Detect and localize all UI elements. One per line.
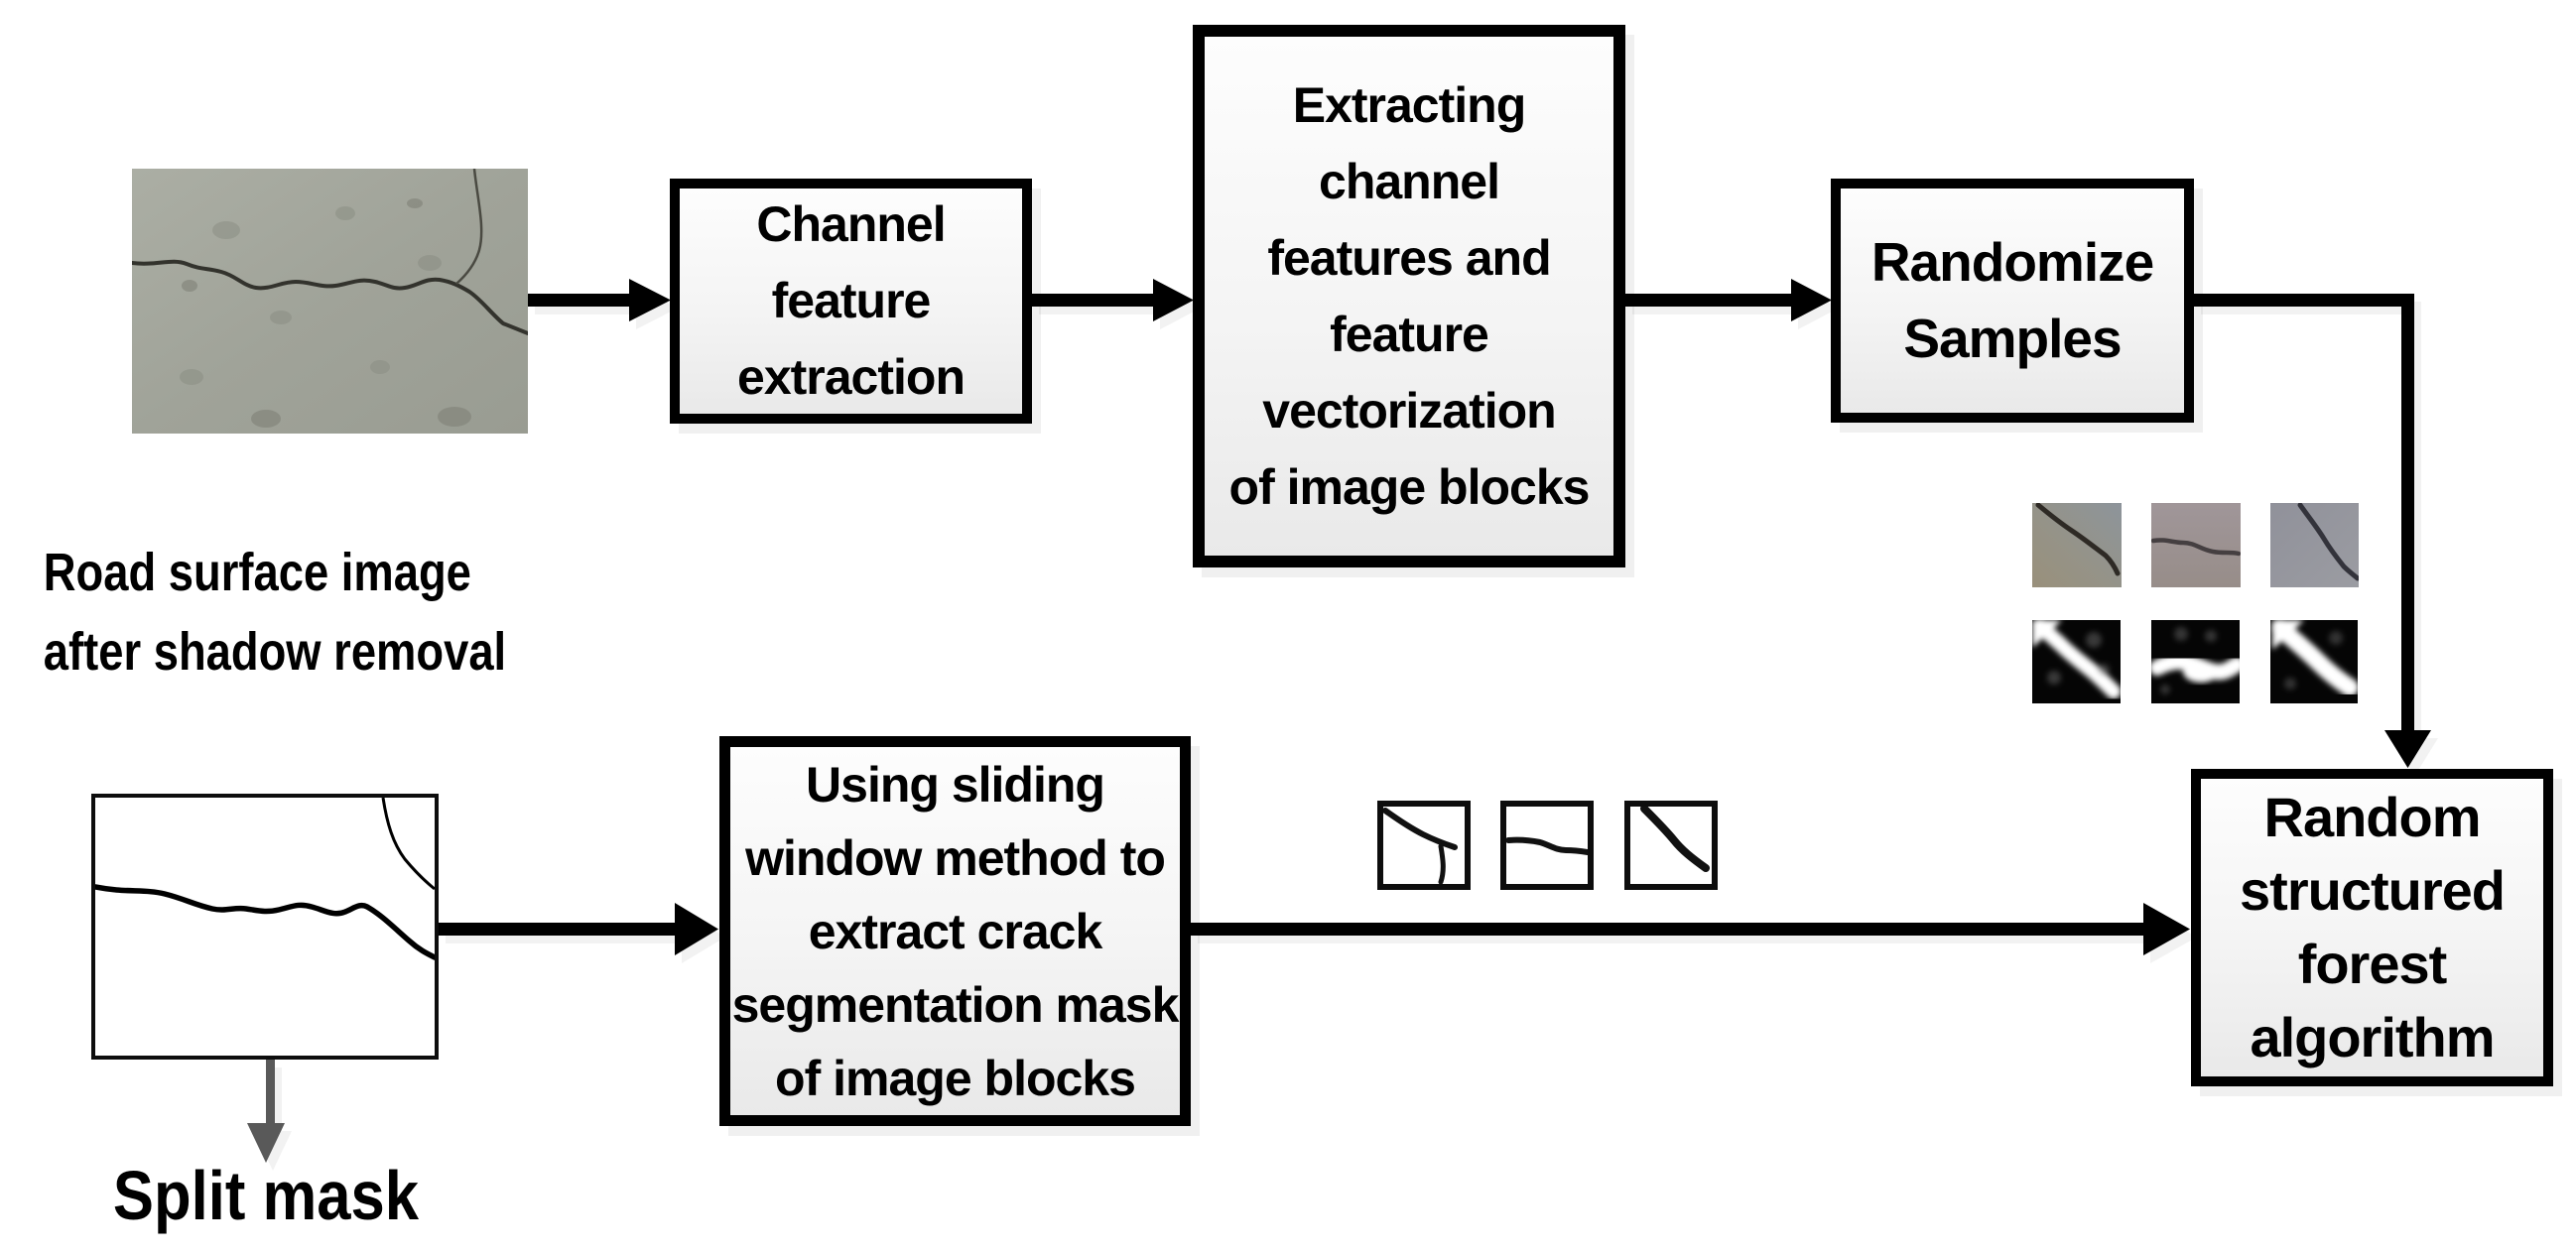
box-line: feature: [1330, 306, 1489, 362]
box-line: forest: [2297, 933, 2448, 995]
arrow-extracting-to-randomize: [1625, 279, 1832, 321]
arrow-sliding-to-forest: [1191, 903, 2190, 955]
box-line: Extracting: [1292, 76, 1527, 133]
crack-mask-patch-2: [2151, 620, 2240, 703]
box-line: structured: [2240, 859, 2506, 922]
box-extracting-channel-features: Extracting channel features and feature …: [1193, 25, 1625, 567]
crack-mask-patch-2-art: [2151, 620, 2240, 703]
mask-noise: [2160, 627, 2217, 694]
sliding-window-mask-2-art: [1506, 807, 1588, 884]
crack-branch-line: [455, 169, 483, 285]
crack-mask-patch-3-art: [2270, 620, 2358, 703]
arrow-shaft: [1625, 294, 1793, 307]
crack-line: [2035, 503, 2121, 576]
mask-background: [1630, 807, 1712, 884]
crack-mask-patch-1-art: [2032, 620, 2121, 703]
arrow-channel-to-extracting: [1032, 279, 1194, 321]
crack-line: [2151, 538, 2241, 557]
arrow-shaft: [1191, 923, 2145, 936]
mask-crack-band: [2151, 653, 2240, 683]
box-line: vectorization: [1262, 382, 1556, 439]
arrow-shaft: [266, 1060, 275, 1127]
arrow-photo-to-channel: [528, 279, 671, 321]
arrow-head-icon: [1153, 279, 1194, 321]
arrow-shaft: [1032, 294, 1155, 307]
arrow-shaft-vertical: [2401, 294, 2414, 732]
texture-spots: [180, 206, 442, 385]
arrow-mask-to-splitmask-label: [247, 1060, 285, 1163]
box-line: Samples: [1903, 308, 2122, 369]
split-mask-art: [95, 798, 435, 1056]
box-line: Random: [2263, 786, 2482, 848]
arrow-shaft-horizontal: [2194, 294, 2414, 307]
box-line: Channel: [756, 196, 946, 252]
texture-dark-spots: [182, 198, 471, 428]
crack-line: [95, 884, 435, 960]
crack-branch-line: [381, 798, 435, 891]
label-line: after shadow removal: [43, 622, 507, 682]
arrow-head-icon: [1791, 279, 1832, 321]
mask-background: [95, 798, 435, 1056]
split-mask-image: [91, 794, 439, 1060]
box-line: Randomize: [1870, 231, 2154, 293]
texture-background: [132, 169, 528, 434]
crack-sample-patch-1: [2032, 503, 2122, 587]
road-surface-image-label: Road surface image after shadow removal: [43, 533, 507, 691]
box-line: of image blocks: [775, 1050, 1136, 1106]
crack-mask-patch-1: [2032, 620, 2121, 703]
box-line: algorithm: [2250, 1006, 2495, 1068]
arrow-head-icon: [629, 279, 671, 321]
mask-noise: [2284, 631, 2343, 690]
arrow-head-icon: [247, 1123, 285, 1163]
crack-sample-patch-2-art: [2151, 503, 2241, 587]
box-line: window method to: [745, 829, 1166, 886]
split-mask-label: Split mask: [112, 1157, 420, 1234]
box-randomize-samples: Randomize Samples: [1831, 179, 2194, 423]
box-random-structured-forest: Random structured forest algorithm: [2191, 769, 2553, 1086]
arrow-randomize-to-forest-elbow: [2194, 294, 2431, 768]
crack-sample-patch-1-art: [2032, 503, 2122, 587]
crack-sample-patch-2: [2151, 503, 2241, 587]
box-line: of image blocks: [1228, 458, 1591, 515]
box-line: Using sliding: [806, 756, 1105, 813]
crack-line: [2297, 503, 2359, 581]
box-line: segmentation mask: [731, 976, 1180, 1033]
arrow-head-icon: [675, 903, 718, 955]
arrow-head-icon: [2384, 730, 2431, 768]
crack-sample-patch-3-art: [2270, 503, 2359, 587]
road-surface-photo: [132, 169, 528, 434]
box-line: channel: [1319, 153, 1500, 209]
crack-line: [132, 259, 528, 335]
road-surface-photo-art: [132, 169, 528, 434]
box-sliding-window-method: Using sliding window method to extract c…: [719, 736, 1191, 1126]
box-channel-feature-extraction: Channel feature extraction: [670, 179, 1032, 424]
arrow-head-icon: [2143, 903, 2190, 955]
crack-sample-patch-3: [2270, 503, 2359, 587]
label-line: Road surface image: [43, 543, 471, 602]
sliding-window-mask-2: [1500, 801, 1594, 890]
sliding-window-mask-3: [1624, 801, 1718, 890]
crack-line: [1383, 808, 1458, 850]
sliding-window-mask-1: [1377, 801, 1471, 890]
mask-noise: [2047, 632, 2110, 685]
texture-background: [2032, 503, 2122, 587]
texture-background: [2270, 503, 2359, 587]
sliding-window-mask-1-art: [1383, 807, 1465, 884]
crack-line: [1640, 807, 1710, 872]
crack-mask-patch-3: [2270, 620, 2358, 703]
box-line: features and: [1267, 229, 1551, 286]
mask-crack-band: [2032, 620, 2121, 699]
arrow-splitmaskimage-to-sliding: [439, 903, 718, 955]
arrow-shaft: [439, 923, 679, 936]
box-line: feature: [771, 273, 932, 328]
arrow-shaft: [528, 294, 631, 307]
box-line: extraction: [737, 349, 966, 405]
crack-line: [1506, 836, 1588, 855]
mask-crack-band: [2271, 620, 2358, 696]
box-line: extract crack: [808, 903, 1103, 959]
sliding-window-mask-3-art: [1630, 807, 1712, 884]
crack-branch-line: [1438, 843, 1446, 884]
